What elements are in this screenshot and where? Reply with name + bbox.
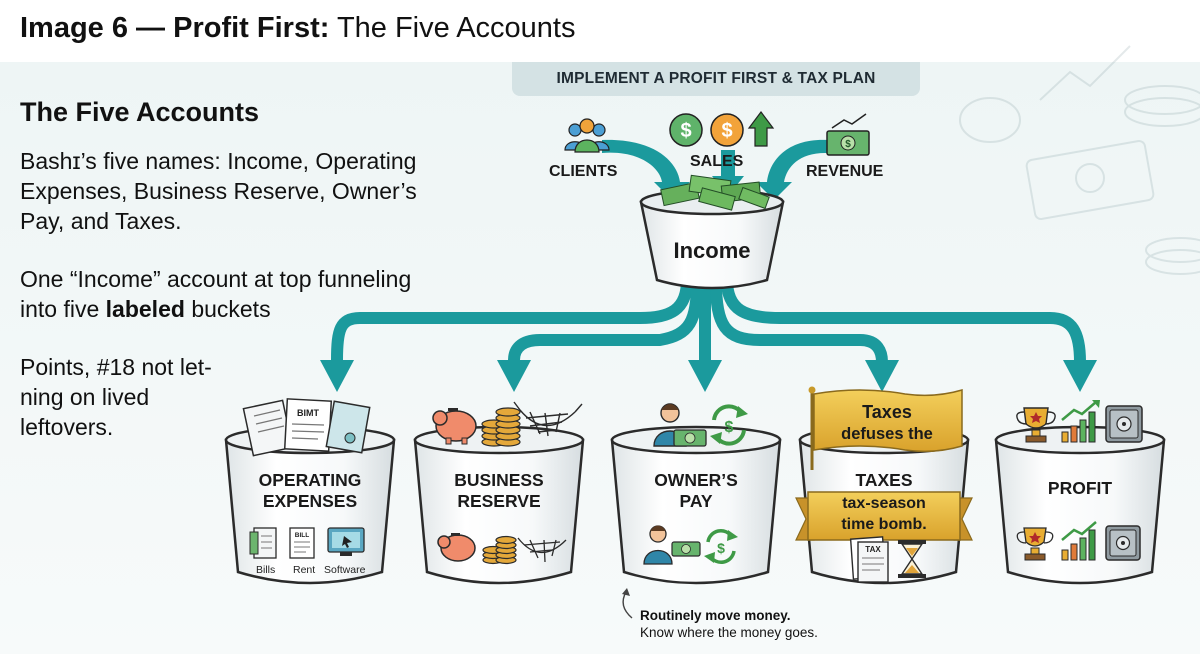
paragraph-income-account: One “Income” account at top funneling in… [20, 266, 412, 322]
arrow-revenue [756, 139, 828, 200]
caption-rent: Rent [293, 564, 316, 576]
arrow-clients [602, 139, 690, 200]
taxes-ribbon-line1: tax-season [842, 495, 926, 512]
background-coins [959, 45, 1200, 275]
sales-coins-icon: $ $ [669, 111, 775, 147]
software-icon [327, 527, 365, 556]
documents-icon: BIMT [242, 398, 371, 457]
safe-icon [1105, 405, 1143, 443]
bucket-label-owners-pay: OWNER’S PAY [654, 470, 738, 511]
section-heading: The Five Accounts [20, 97, 260, 127]
taxes-flag-line1: Taxes [862, 402, 912, 422]
clients-icon [564, 118, 610, 153]
taxes-ribbon-line2: time bomb. [841, 516, 927, 533]
recycle-dollar-icon-lower: $ [704, 529, 738, 564]
person-icon-lower [643, 525, 673, 565]
revenue-bill-icon: $ [826, 113, 870, 156]
note-curve-arrow-icon [622, 591, 633, 619]
svg-text:$: $ [717, 540, 725, 556]
growth-chart-icon-lower [1061, 521, 1097, 561]
trophy-icon-lower [1016, 527, 1054, 561]
arrow-heads [320, 360, 1097, 392]
paragraph-five-names: Bashɪ’s five names: Income, Operating Ex… [20, 148, 417, 234]
page-title: Image 6 — Profit First: The Five Account… [20, 12, 576, 44]
taxes-flag-line2: defuses the [841, 425, 933, 443]
trophy-icon [1016, 407, 1056, 443]
source-label-revenue: REVENUE [806, 163, 884, 180]
svg-text:$: $ [725, 419, 734, 436]
bucket-label-business-reserve: BUSINESS RESERVE [454, 470, 544, 511]
taxes-flag [808, 386, 963, 470]
income-label: Income [673, 238, 751, 263]
cash-pile-icon [660, 174, 770, 211]
bucket-label-profit: PROFIT [1047, 478, 1113, 498]
bucket-arrows [331, 279, 1086, 363]
bucket-label-taxes: TAXES [855, 470, 913, 490]
safety-net-icon-lower [517, 537, 567, 563]
doc-text-bill: BILL [295, 532, 309, 539]
cash-icon-lower [671, 541, 701, 557]
bills-icon [249, 527, 277, 559]
tax-form-icon: TAX [849, 536, 889, 583]
growth-chart-icon [1061, 400, 1100, 443]
cash-icon [673, 429, 707, 447]
plan-banner: IMPLEMENT A PROFIT FIRST & TAX PLAN [512, 62, 920, 96]
source-label-clients: CLIENTS [549, 163, 618, 180]
caption-software: Software [324, 564, 366, 576]
svg-text:$: $ [845, 139, 851, 150]
doc-text-bimt: BIMT [297, 408, 319, 418]
safety-net-icon [513, 401, 583, 437]
svg-text:$: $ [680, 120, 691, 142]
rent-icon: BILL [289, 527, 315, 559]
content-panel [0, 62, 1200, 654]
piggy-bank-icon-lower [437, 533, 476, 562]
bucket-label-operating-expenses: OPERATING EXPENSES [258, 470, 362, 511]
growth-arrow-icon [747, 111, 775, 147]
income-bucket [639, 174, 785, 290]
piggy-bank-icon [432, 408, 477, 445]
left-text-column: The Five Accounts Bashɪ’s five names: In… [20, 96, 440, 470]
source-label-sales: SALES [690, 153, 744, 170]
hourglass-icon [898, 540, 926, 578]
safe-icon-lower [1105, 525, 1141, 561]
caption-bills: Bills [256, 564, 276, 576]
doc-text-tax: TAX [865, 545, 881, 554]
coin-stack-icon [481, 407, 521, 447]
note-title: Routinely move money. [640, 608, 791, 623]
recycle-dollar-icon: $ [710, 404, 748, 446]
taxes-ribbon [795, 491, 973, 541]
person-icon [653, 403, 687, 447]
note-subtitle: Know where the money goes. [640, 625, 818, 640]
svg-text:$: $ [721, 120, 732, 142]
coin-stack-icon-lower [482, 535, 517, 565]
paragraph-points: Points, #18 not let-ning on lived leftov… [20, 354, 212, 440]
